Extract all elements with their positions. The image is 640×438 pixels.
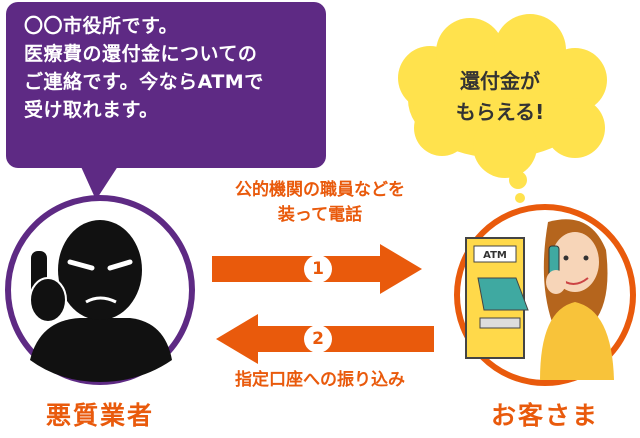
thought-bubble — [398, 14, 607, 203]
speech-bubble-text: 〇〇市役所です。 医療費の還付金についての ご連絡です。今ならATMで 受け取れ… — [24, 15, 264, 121]
scammer-illustration — [5, 195, 195, 385]
customer-illustration: ATM — [454, 204, 636, 386]
call-caption: 公的機関の職員などを 装って電話 — [235, 180, 405, 225]
step-1-number: 1 — [312, 259, 324, 279]
thought-bubble-text: 還付金が もらえる! — [455, 69, 545, 124]
speech-bubble — [6, 2, 326, 200]
transfer-caption: 指定口座への振り込み — [235, 370, 405, 390]
arrow-transfer — [216, 314, 434, 364]
step-2-number: 2 — [312, 329, 324, 349]
svg-text:ATM: ATM — [483, 250, 507, 261]
scammer-label: 悪質業者 — [45, 401, 154, 430]
customer-label: お客さま — [490, 401, 599, 430]
arrow-call — [212, 244, 422, 294]
